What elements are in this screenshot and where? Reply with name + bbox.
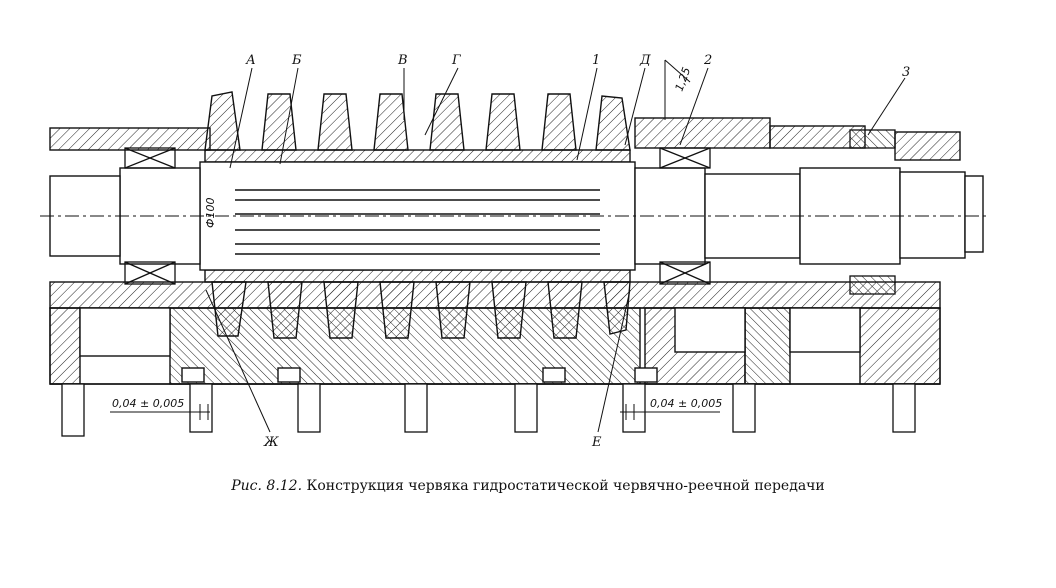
figure-caption: Рис. 8.12. Конструкция червяка гидростат… — [0, 478, 1056, 494]
label-3: 3 — [902, 65, 910, 80]
label-V: В — [397, 53, 408, 68]
label-A: А — [245, 53, 256, 68]
label-E: Е — [591, 435, 602, 450]
worm-thread-top — [204, 91, 631, 163]
label-D: Д — [639, 53, 651, 68]
left-gap-dimension: 0,04 ± 0,005 — [112, 397, 184, 410]
label-B: Б — [291, 53, 302, 68]
shaft — [40, 161, 990, 271]
leader-lines — [110, 59, 906, 433]
caption-number: Рис. 8.12. — [231, 478, 303, 494]
right-gap-dimension: 0,04 ± 0,005 — [650, 397, 722, 410]
label-2: 2 — [703, 53, 712, 68]
label-Zh: Ж — [263, 435, 279, 450]
bearings — [124, 129, 896, 295]
base-supports — [61, 383, 916, 437]
label-G: Г — [451, 53, 461, 68]
caption-text: Конструкция червяка гидростатической чер… — [306, 478, 825, 494]
diameter-label: Ф100 — [204, 198, 217, 228]
worm-thread-bottom — [204, 269, 631, 339]
label-1: 1 — [592, 53, 600, 68]
